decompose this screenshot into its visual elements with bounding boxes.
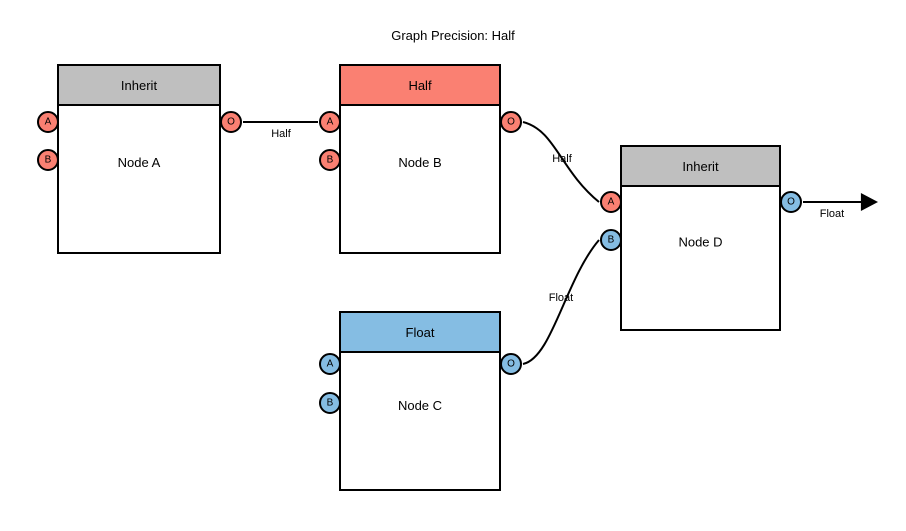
node-header-rect <box>339 311 501 353</box>
edge-label: Half <box>271 128 292 140</box>
port-a-in-b[interactable]: B <box>37 149 59 171</box>
port-label: A <box>327 359 334 370</box>
port-label: B <box>327 155 334 166</box>
port-circle <box>600 191 622 213</box>
node-header-rect <box>57 64 221 106</box>
port-label: A <box>608 197 615 208</box>
port-circle <box>500 111 522 133</box>
port-circle <box>37 149 59 171</box>
node-body-label: Node B <box>398 155 441 170</box>
graph-title: Graph Precision: Half <box>391 28 515 43</box>
port-circle <box>37 111 59 133</box>
edge-edge-b-to-d[interactable]: Half <box>522 121 600 203</box>
port-circle <box>319 392 341 414</box>
port-label: B <box>45 155 52 166</box>
node-header-rect <box>339 64 501 106</box>
port-d-out[interactable]: O <box>780 191 802 213</box>
node-header-label: Inherit <box>682 159 719 174</box>
port-b-in-a[interactable]: A <box>319 111 341 133</box>
node-header-rect <box>620 145 781 187</box>
node-header-label: Half <box>408 78 432 93</box>
port-circle <box>220 111 242 133</box>
port-a-in-a[interactable]: A <box>37 111 59 133</box>
port-c-in-a[interactable]: A <box>319 353 341 375</box>
edge-edge-a-to-b[interactable]: Half <box>243 121 318 140</box>
port-label: O <box>507 117 515 128</box>
edge-line <box>522 239 600 365</box>
port-label: A <box>327 117 334 128</box>
port-circle <box>500 353 522 375</box>
edge-edge-d-output[interactable]: Float <box>803 193 878 220</box>
port-d-in-a[interactable]: A <box>600 191 622 213</box>
port-d-in-b[interactable]: B <box>600 229 622 251</box>
port-label: O <box>227 117 235 128</box>
node-header-label: Inherit <box>121 78 158 93</box>
port-a-out[interactable]: O <box>220 111 242 133</box>
edge-label: Float <box>820 208 844 220</box>
port-label: A <box>45 117 52 128</box>
edge-label: Float <box>549 292 573 304</box>
port-label: O <box>787 197 795 208</box>
port-circle <box>319 149 341 171</box>
port-circle <box>319 111 341 133</box>
port-label: O <box>507 359 515 370</box>
port-c-out[interactable]: O <box>500 353 522 375</box>
node-body-label: Node A <box>118 155 161 170</box>
port-label: B <box>608 235 615 246</box>
node-body-label: Node C <box>398 398 442 413</box>
node-header-label: Float <box>406 325 435 340</box>
edge-label: Half <box>552 153 573 165</box>
port-c-in-b[interactable]: B <box>319 392 341 414</box>
port-circle <box>600 229 622 251</box>
edge-line <box>522 121 600 203</box>
port-label: B <box>327 398 334 409</box>
arrow-head-icon <box>860 193 878 211</box>
edge-edge-c-to-d[interactable]: Float <box>522 239 600 365</box>
port-b-in-b[interactable]: B <box>319 149 341 171</box>
port-circle <box>319 353 341 375</box>
port-b-out[interactable]: O <box>500 111 522 133</box>
port-circle <box>780 191 802 213</box>
node-body-label: Node D <box>678 234 722 249</box>
